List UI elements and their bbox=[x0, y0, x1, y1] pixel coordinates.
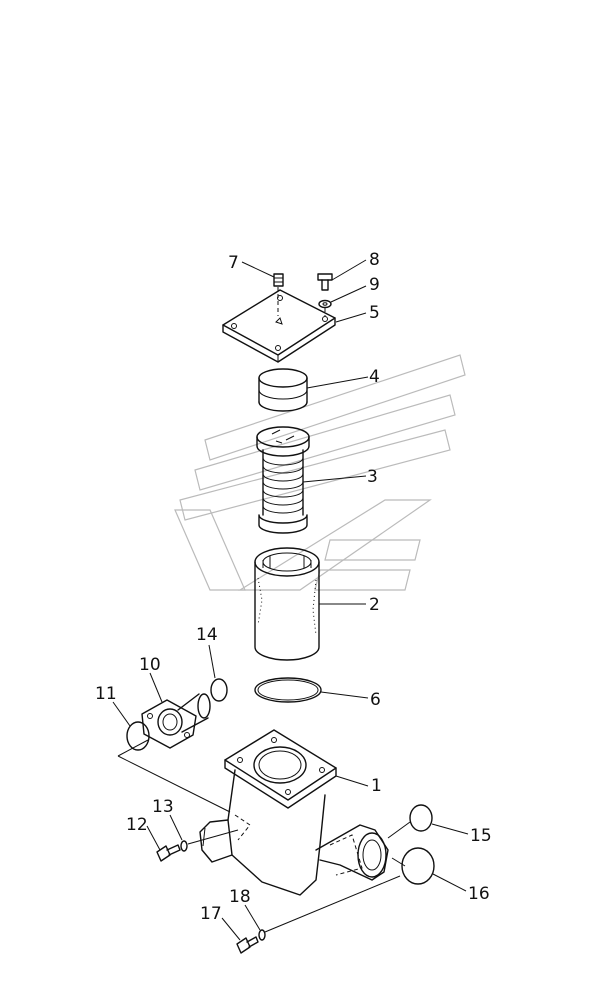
callout-3: 3 bbox=[367, 467, 378, 487]
part-3-filter-element bbox=[256, 426, 310, 534]
part-2-filter-case bbox=[254, 547, 320, 661]
callout-leaders bbox=[112, 259, 469, 941]
callout-9: 9 bbox=[369, 275, 380, 295]
part-9-washer bbox=[318, 299, 332, 316]
part-4-ring bbox=[258, 368, 308, 412]
callout-15: 15 bbox=[470, 826, 492, 846]
callout-16: 16 bbox=[468, 884, 490, 904]
callout-17: 17 bbox=[200, 904, 222, 924]
callout-5: 5 bbox=[369, 303, 380, 323]
part-18-washer bbox=[258, 929, 266, 941]
callout-7: 7 bbox=[228, 253, 239, 273]
part-6-o-ring bbox=[254, 677, 322, 703]
part-12-bolt bbox=[156, 844, 181, 862]
callout-2: 2 bbox=[369, 595, 380, 615]
callout-13: 13 bbox=[152, 797, 174, 817]
part-5-cover-plate bbox=[222, 289, 336, 363]
callout-10: 10 bbox=[139, 655, 161, 675]
callout-8: 8 bbox=[369, 250, 380, 270]
callout-6: 6 bbox=[370, 690, 381, 710]
part-11-o-ring bbox=[126, 721, 150, 751]
callout-14: 14 bbox=[196, 625, 218, 645]
part-7-plug bbox=[273, 273, 284, 316]
callout-12: 12 bbox=[126, 815, 148, 835]
part-14-o-ring bbox=[210, 678, 228, 702]
callout-1: 1 bbox=[371, 776, 382, 796]
callout-18: 18 bbox=[229, 887, 251, 907]
part-16-o-ring bbox=[401, 847, 435, 885]
part-8-bolt bbox=[317, 273, 333, 291]
assembly-lines bbox=[117, 739, 411, 933]
callout-11: 11 bbox=[95, 684, 117, 704]
part-13-washer bbox=[180, 840, 188, 852]
part-17-bolt bbox=[236, 936, 259, 954]
part-15-o-ring bbox=[409, 804, 433, 832]
part-1-body bbox=[199, 729, 389, 896]
callout-4: 4 bbox=[369, 367, 380, 387]
part-10-elbow bbox=[141, 693, 211, 749]
watermark-logo bbox=[174, 354, 466, 591]
